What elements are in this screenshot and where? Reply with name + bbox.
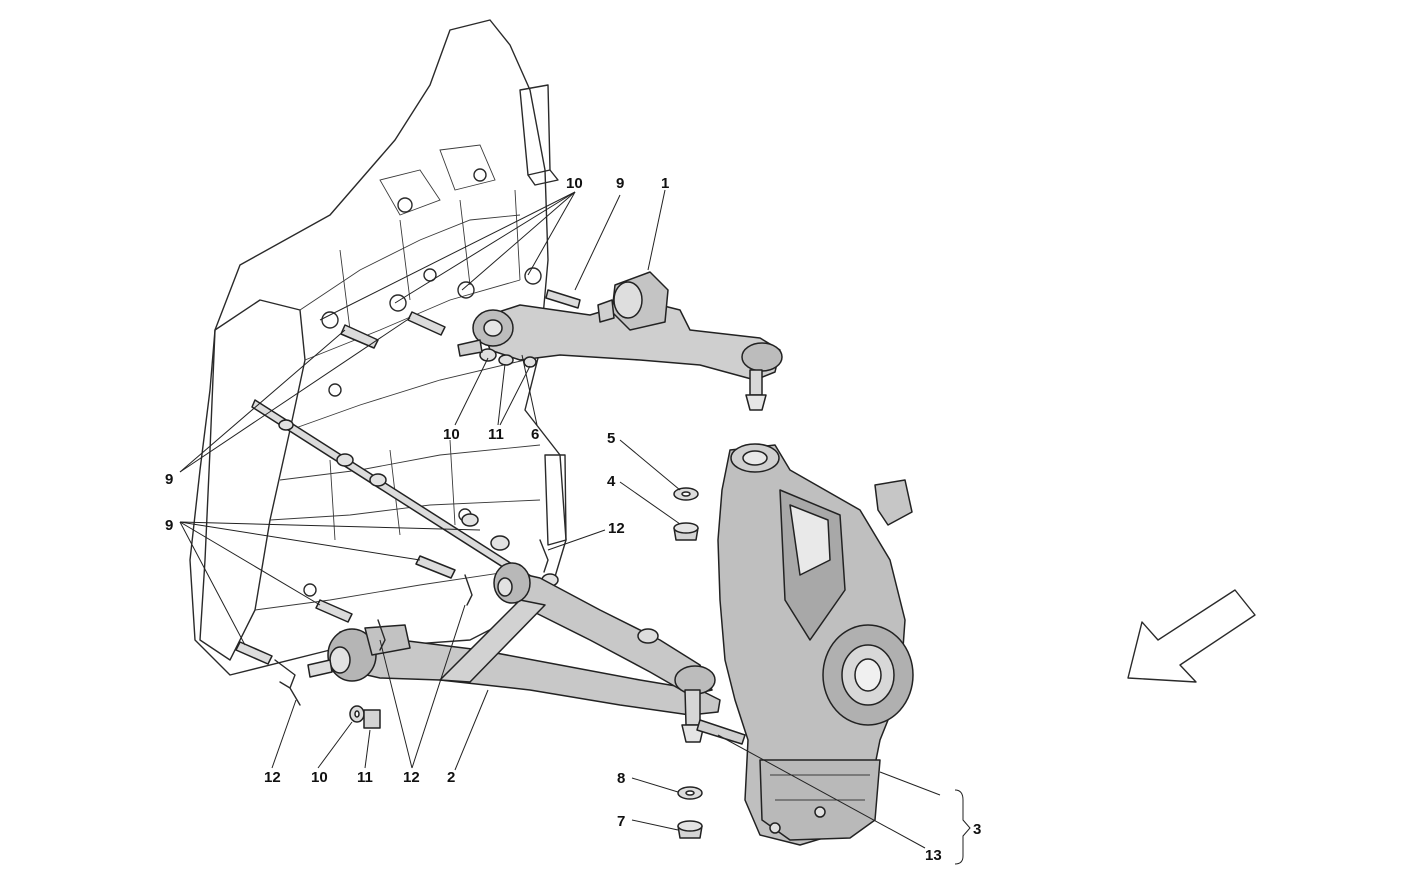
callout-7: 7 [617, 813, 625, 830]
callout-10-bottom: 10 [311, 769, 328, 786]
callout-11-bottom: 11 [357, 769, 373, 786]
callout-9-lower: 9 [165, 517, 173, 534]
upper-control-arm [457, 271, 783, 411]
mounting-bolts [235, 289, 581, 665]
callout-12-left: 12 [264, 769, 281, 786]
leader-lines [179, 189, 971, 865]
callout-5: 5 [607, 430, 615, 447]
callout-3: 3 [973, 821, 981, 838]
callout-10-mid: 10 [443, 426, 460, 443]
callout-6: 6 [531, 426, 539, 443]
orientation-arrow-icon [1127, 589, 1256, 683]
lower-control-arm [307, 562, 746, 745]
wheel-upright [717, 443, 914, 846]
callout-2: 2 [447, 769, 455, 786]
callout-13: 13 [925, 847, 942, 864]
callout-9-top: 9 [616, 175, 624, 192]
callout-4: 4 [607, 473, 616, 490]
callout-9-left: 9 [165, 471, 173, 488]
callout-12-bottom: 12 [403, 769, 420, 786]
callout-10-top: 10 [566, 175, 583, 192]
callout-1: 1 [661, 175, 669, 192]
callout-numbers: 1 9 10 10 11 6 9 9 5 4 12 12 10 11 12 2 … [165, 175, 981, 864]
callout-11-mid: 11 [488, 426, 504, 443]
callout-12-right: 12 [608, 520, 625, 537]
callout-8: 8 [617, 770, 625, 787]
fasteners [274, 487, 703, 839]
